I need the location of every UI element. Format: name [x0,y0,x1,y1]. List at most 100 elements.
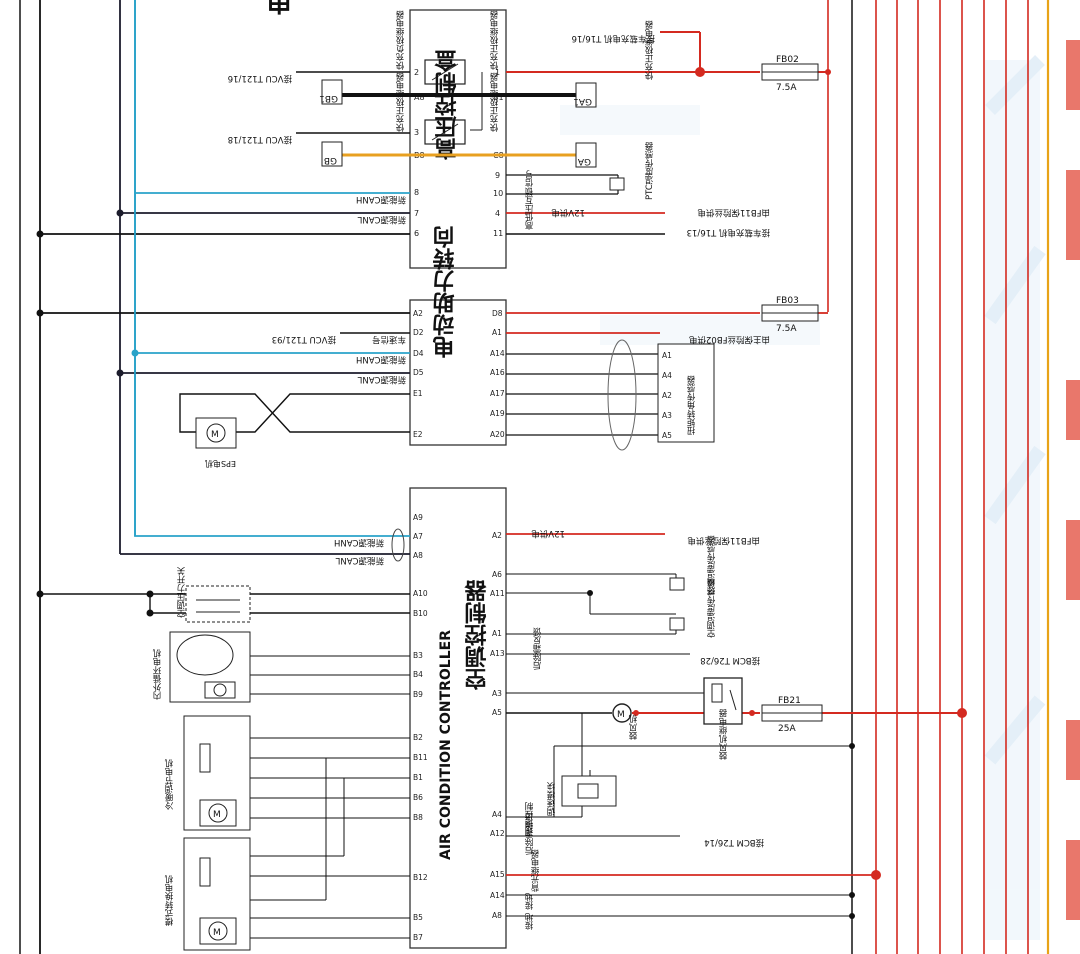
ac-pin-left: B9 [413,690,423,699]
ac-controller: 空调控制器 AIR CONDITION CONTROLLER A9 A7 A8 … [409,487,507,949]
ac-pin-right: A2 [492,531,502,540]
speed-module: 调速模块 [547,775,617,816]
eps-pin-right: A1 [492,328,502,337]
evap-sensor: 空调温度传感器 [669,578,717,639]
ac-title-en: AIR CONDITION CONTROLLER [438,630,454,860]
ac-pin-left: B8 [413,813,423,822]
eps-motor: M EPS电机 [195,417,237,469]
fuse-fb02: FB02 7.5A [761,55,819,93]
eps-pin-right: A19 [490,409,505,418]
eps-pin-right: A20 [490,430,505,439]
svg-text:M: M [211,430,219,440]
watermark [560,55,1046,940]
ac-left-wires [36,0,410,939]
hv-connectors: GB1 GA1 GB GA [319,79,625,191]
connector-gb1: GB1 [319,93,338,103]
label-ground-1: 接地 [525,893,535,911]
blower-relay: 鼓风机继电器 [703,677,743,761]
eps-pin-left: E1 [413,389,423,398]
ts-pin: A1 [662,351,672,360]
recirc-motor: 内外循环电机 [153,631,251,703]
ac-pin-right: A12 [490,829,505,838]
label-bcm-t26-28: 接BCM T26/28 [700,655,760,666]
hv-box-title: 高压控制盒 [434,50,461,161]
fuse-fb21-rating: 25A [778,724,796,734]
ac-pin-left: A9 [413,513,423,522]
label-canl-1: 新能源CANL [357,214,406,225]
svg-text:M: M [617,710,625,720]
label-ptc-sensor: PTC温度传感器 [645,141,655,200]
mode-motor: M 模式转换电机 [165,837,251,951]
label-canh-1: 新能源CANH [356,194,406,205]
fuse-fb02-id: FB02 [776,55,799,65]
hv-pin: 1 [495,68,500,77]
ac-pin-left: B10 [413,609,428,618]
eps-pin-left: E2 [413,430,423,439]
eps-pin-right: D8 [492,309,503,318]
fuse-fb02-rating: 7.5A [776,83,797,93]
label-speed-signal: 调速控制 [525,801,535,836]
label-canl-3: 新能源CANL [335,555,384,566]
eps-module: 电动助力转向 A2 D2 D4 D5 E1 E2 D8 A1 A14 A16 A… [409,225,507,446]
svg-text:M: M [213,928,221,938]
eps-pin-left: D5 [413,368,424,377]
eps-pin-right: A17 [490,389,505,398]
blower-relay-label: 鼓风机继电器 [719,708,729,761]
ac-pin-left: B6 [413,793,423,802]
label-12v-1: 12V供电 [551,207,585,218]
ac-pin-left: A10 [413,589,428,598]
ac-pin-left: B1 [413,773,423,782]
speed-module-label: 调速模块 [547,781,557,816]
torque-sensor-label: 扭矩转角传感器 [687,375,697,436]
label-veh-speed: 车速信号 [372,334,406,345]
ambient-sensor-label: 环境温度传感器 [707,535,717,595]
svg-text:M: M [213,810,221,820]
label-vcu-t121-93: 接VCU T121/93 [272,334,336,345]
eps-wires [36,309,828,451]
hv-pin: 7 [414,209,419,218]
ac-pin-right: A15 [490,870,505,879]
ac-pressure-label: 空调压力开关 [177,566,187,619]
label-rear-defrost-out: 后除霜输出 [525,812,535,856]
eps-motor-label: EPS电机 [205,459,236,469]
fuse-fb03-rating: 7.5A [776,324,797,334]
connector-ga: GA [577,156,591,166]
ac-pin-right: A8 [492,911,502,920]
cold-air-motor: M 冷暖调节电机 [165,715,251,831]
connector-gb: GB [324,155,337,165]
fuse-fb03: FB03 7.5A [761,296,819,334]
label-12v-2: 12V供电 [531,528,565,539]
hv-pin: 3 [414,128,419,137]
hv-pin: 8 [414,188,419,197]
top-fragment: 电 [266,0,292,15]
cold-air-motor-label: 冷暖调节电机 [165,758,175,811]
mode-motor-label: 模式转换电机 [165,874,175,927]
ac-pin-right: A5 [492,708,502,717]
ac-pin-right: A3 [492,689,502,698]
hv-pin: 2 [414,68,419,77]
ac-pin-right: A4 [492,810,502,819]
ac-pin-right: A14 [490,891,505,900]
eps-pin-left: D2 [413,328,424,337]
eps-pin-right: A16 [490,368,505,377]
label-backlight-relay: 背光继电器 [531,849,541,893]
connector-ga1: GA1 [573,96,592,106]
hv-pin: B1 [493,93,504,102]
label-vcu-t121-16: 接VCU T121/16 [228,73,292,84]
label-rear-defrost: 后除霜反馈 [533,627,543,671]
ac-pin-left: B12 [413,873,428,882]
ac-title-cn: 空调控制器 [464,579,491,691]
ac-pin-right: A6 [492,570,502,579]
ac-right-wires [506,533,967,919]
relay1-label-right: 快充正极继电器 [490,10,500,71]
blower-label: 鼓风机 [629,714,639,741]
hv-pin: 10 [493,189,503,198]
eps-pin-left: A2 [413,309,423,318]
label-relay-sup: 快充正极继电器 [645,20,655,81]
ac-pressure-switch: 空调压力开关 [177,566,251,623]
hv-pin: 4 [495,209,500,218]
recirc-motor-label: 内外循环电机 [153,648,163,701]
fuse-fb03-id: FB03 [776,296,799,306]
ac-pin-left: A7 [413,532,423,541]
